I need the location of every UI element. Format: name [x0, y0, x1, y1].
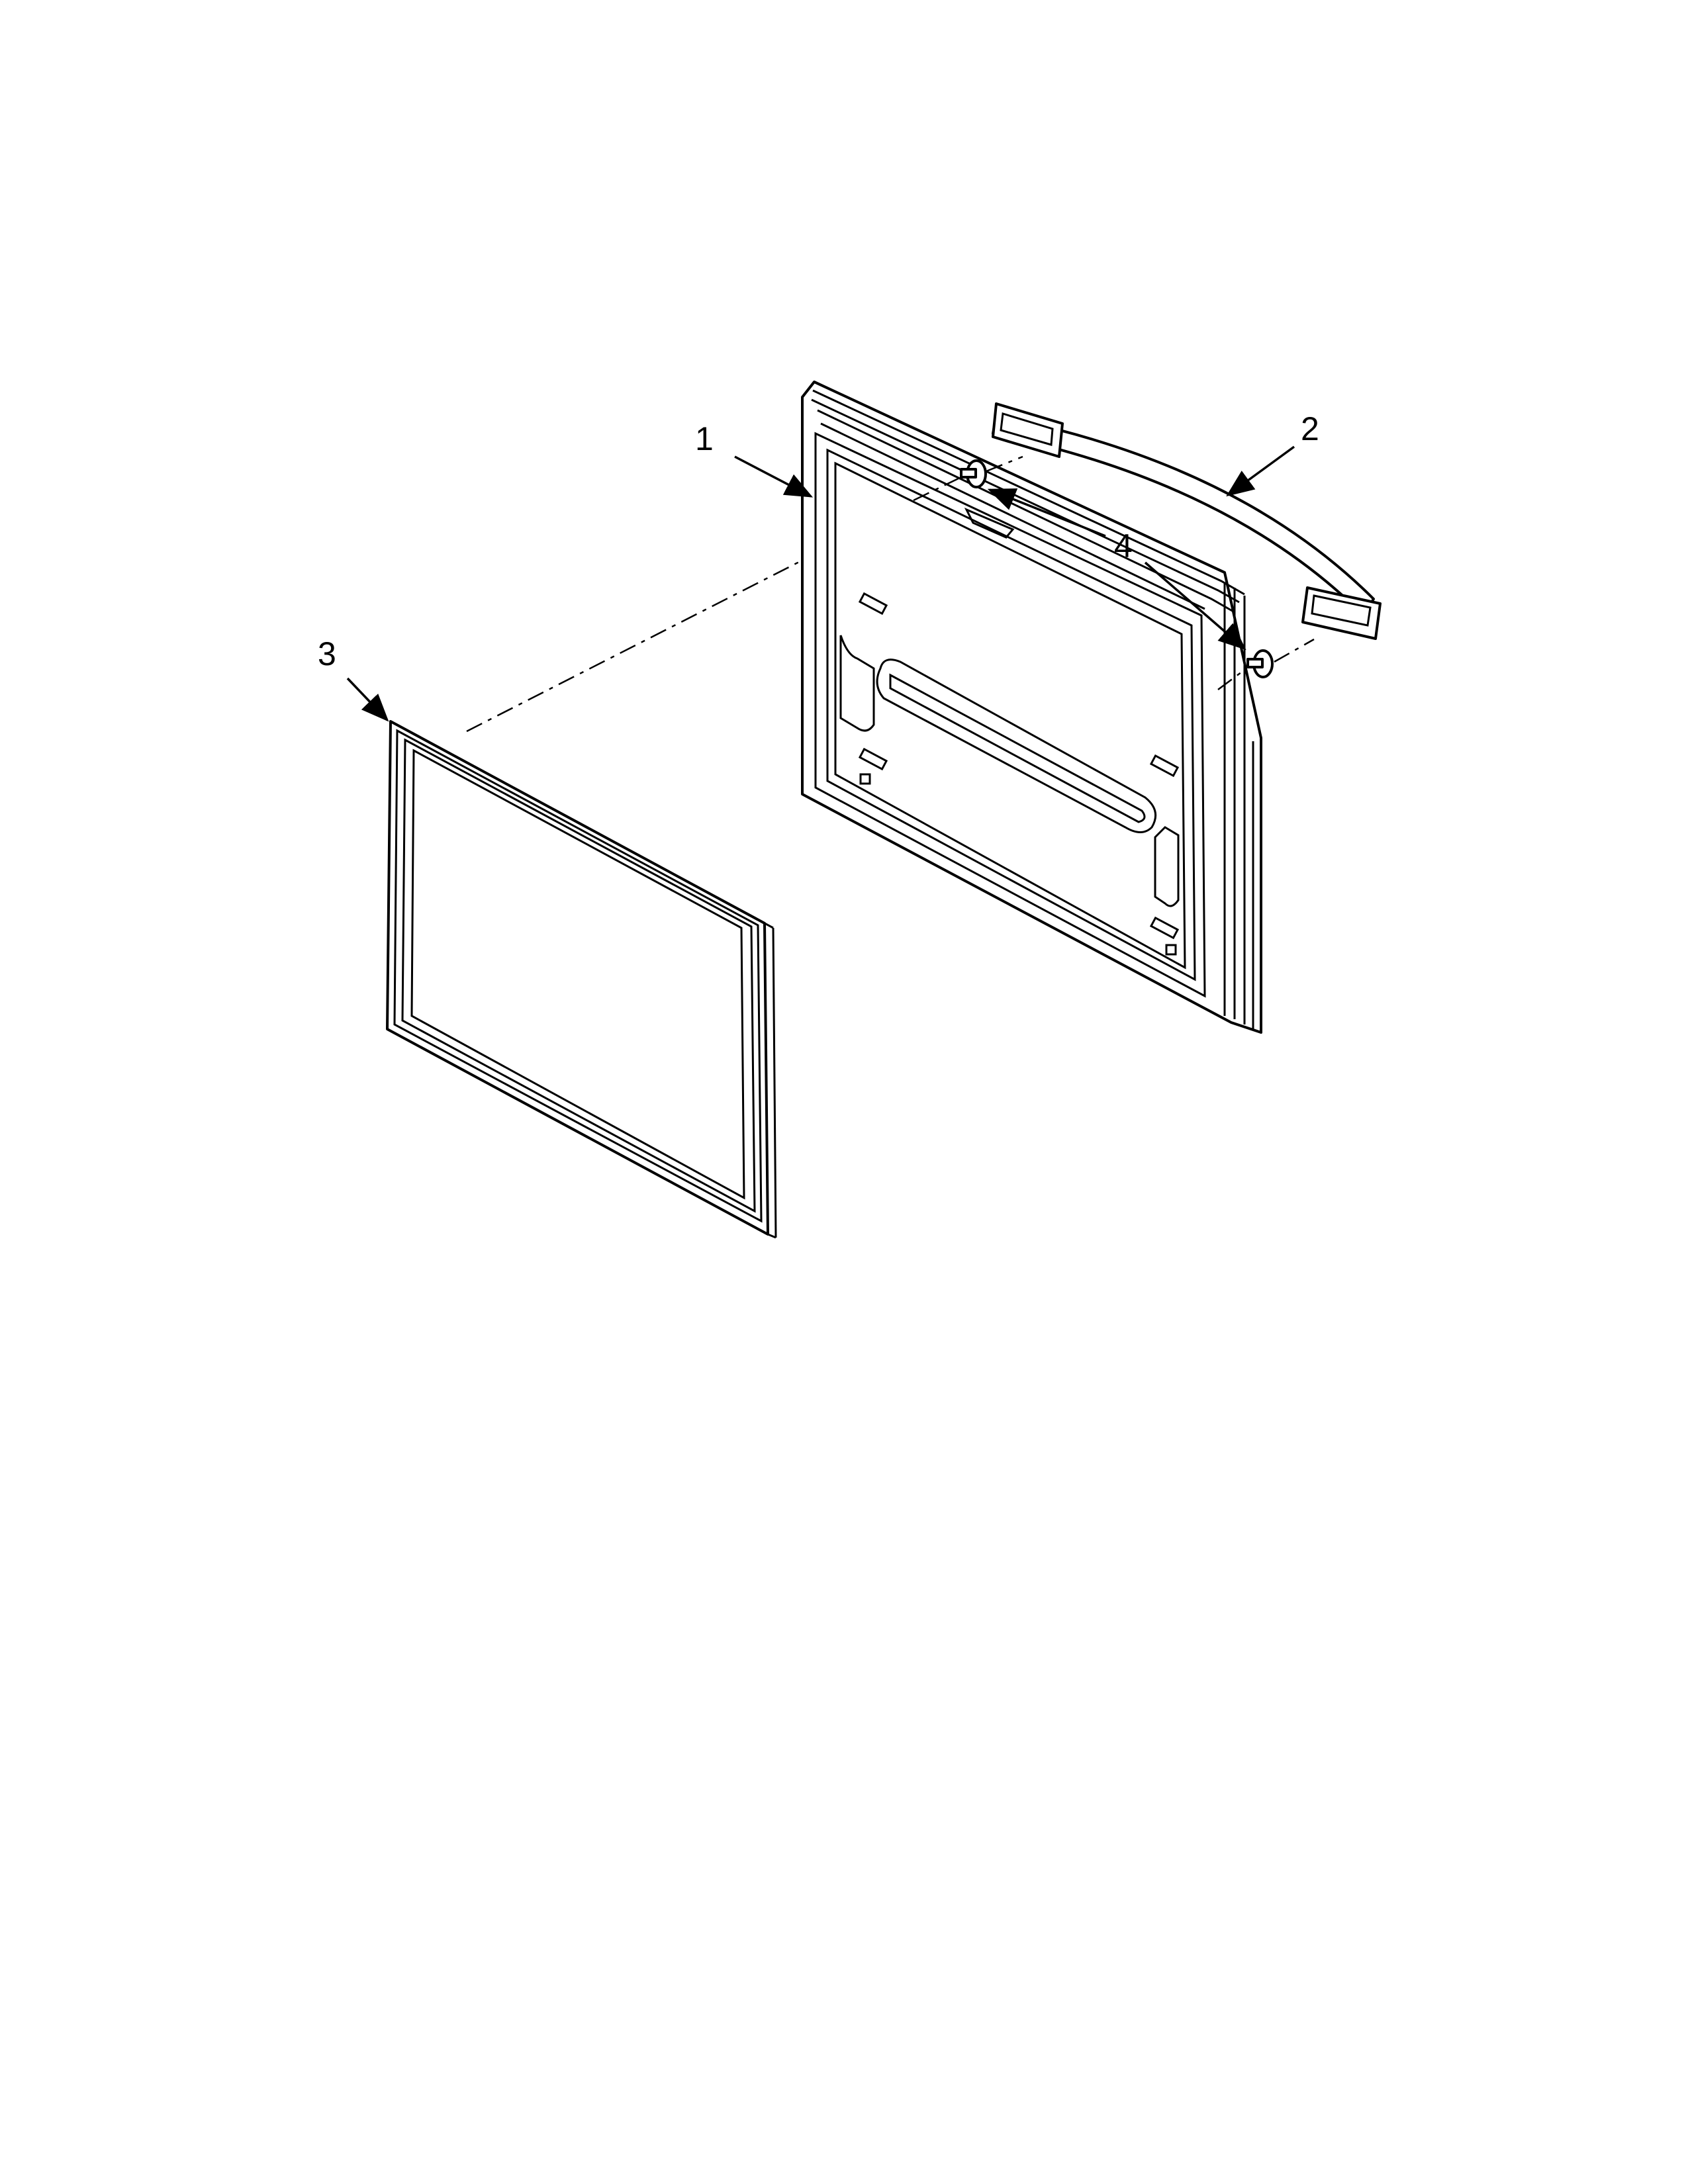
callout-4-number: 4: [1114, 527, 1133, 565]
callout-3: 3: [318, 635, 389, 722]
callout-2: 2: [1226, 410, 1319, 497]
door-gasket: [386, 720, 777, 1239]
callout-2-number: 2: [1301, 410, 1319, 447]
handle-screw-upper: [913, 455, 1023, 502]
callout-1-number: 1: [695, 420, 714, 457]
callout-4: 4: [987, 488, 1246, 651]
callout-1: 1: [695, 420, 814, 498]
freezer-door: [801, 381, 1262, 1034]
handle-screw-lower: [1217, 638, 1315, 691]
door-handle: [992, 402, 1382, 640]
alignment-line-gasket: [466, 555, 812, 733]
callout-3-number: 3: [318, 635, 336, 672]
